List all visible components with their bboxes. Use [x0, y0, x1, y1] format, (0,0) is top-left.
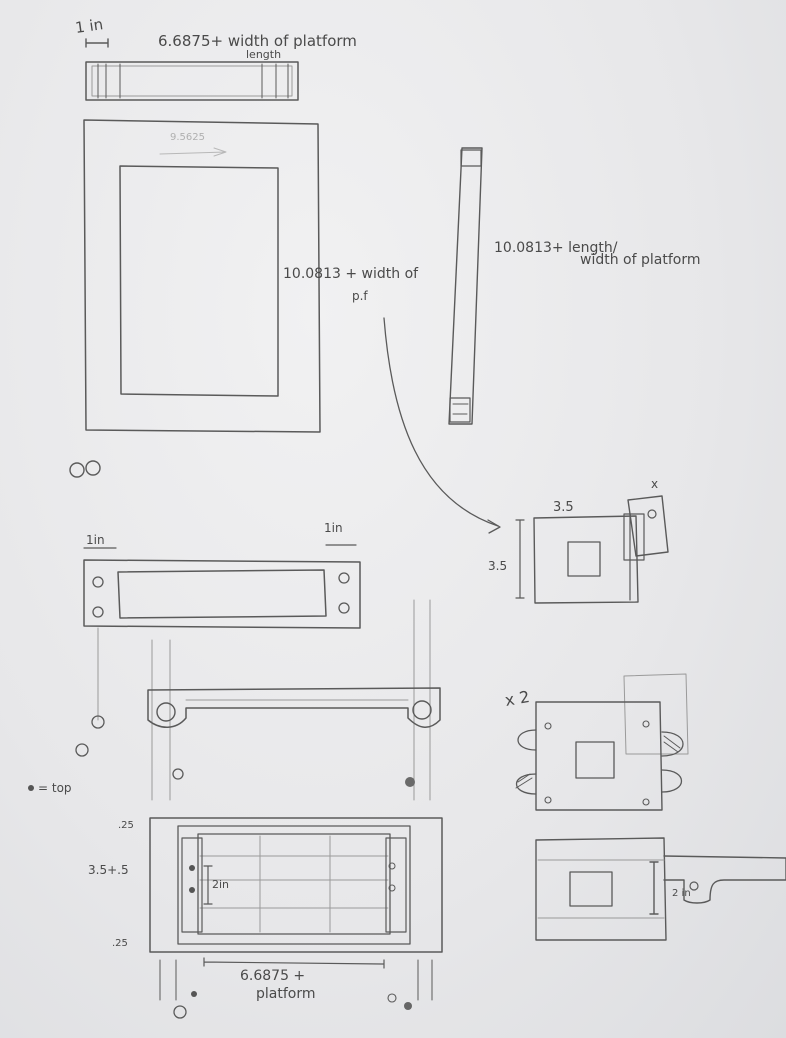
square-hinge-sketch — [515, 495, 669, 604]
label-top-length-sub: length — [246, 48, 281, 61]
label-times-two: x 2 — [503, 687, 531, 710]
label-x-mark: x — [651, 477, 658, 491]
label-top-length: 6.6875+ width of platform — [158, 32, 357, 50]
legend-top: = top — [38, 781, 72, 795]
label-mid-right-one-in: 1in — [324, 521, 343, 535]
middle-bar-sketch — [83, 559, 361, 629]
label-two-in: 2in — [212, 878, 229, 891]
top-bar-sketch — [85, 61, 299, 101]
vertical-strip-sketch — [448, 147, 483, 425]
bottom-right-sketch — [535, 837, 786, 941]
label-top-one-in: 1 in — [74, 15, 104, 37]
label-strip-2: width of platform — [580, 252, 700, 268]
label-dim-middle: 3.5+.5 — [88, 863, 129, 877]
label-bottom-dim-1: 6.6875 + — [240, 968, 305, 984]
label-two-in-right: 2 in — [672, 888, 691, 899]
label-square-left: 3.5 — [488, 559, 507, 573]
label-bottom-dim-2: platform — [256, 986, 316, 1002]
label-mid-left-one-in: 1in — [86, 533, 105, 547]
bottom-assembly-sketch — [149, 817, 443, 1001]
label-square-top: 3.5 — [553, 500, 574, 515]
label-panel-faint: 9.5625 — [170, 132, 205, 143]
connector-arrow — [383, 317, 499, 527]
label-dim-bottom: .25 — [112, 938, 128, 949]
label-panel-side: 10.0813 + width of — [283, 266, 419, 282]
label-panel-side-2: p.f — [352, 289, 368, 303]
bracket-sketch — [147, 687, 441, 728]
large-panel-sketch — [83, 119, 321, 433]
one-in-dimension — [85, 38, 109, 48]
label-strip-1: 10.0813+ length/ — [494, 240, 618, 256]
label-dim-top: .25 — [118, 820, 134, 831]
square-times-two-sketch — [515, 673, 689, 811]
